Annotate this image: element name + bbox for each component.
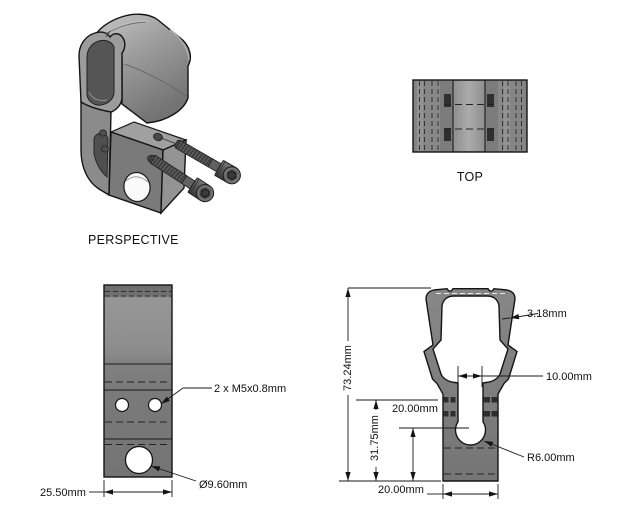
ear-hole xyxy=(101,145,109,153)
slot-band xyxy=(444,94,451,107)
section-slot-width-dim: 10.00mm xyxy=(546,371,592,383)
front-view xyxy=(103,284,173,478)
section-overall-height-dim: 73.24mm xyxy=(342,345,354,391)
section-slot-radius-dim: R6.00mm xyxy=(527,452,575,464)
big-hole xyxy=(124,445,154,475)
section-lower-height-dim: 31.75mm xyxy=(369,415,381,461)
clamp-bore xyxy=(86,39,115,106)
top-label: TOP xyxy=(457,170,483,184)
clamp-arch-slot xyxy=(93,132,109,178)
section-dimensions: 73.24mm 31.75mm 20.00mm 10.00mm 3.18mm R… xyxy=(339,287,592,499)
ear-hole xyxy=(99,129,107,137)
thread-bands xyxy=(443,397,498,417)
slot-band xyxy=(487,128,494,141)
perspective-label: PERSPECTIVE xyxy=(88,233,179,247)
front-width-dim: 25.50mm xyxy=(40,487,86,499)
section-profile xyxy=(423,287,518,482)
m5-hole-left xyxy=(114,397,130,413)
top-view xyxy=(412,79,528,153)
section-wall-thickness-dim: 3.18mm xyxy=(527,308,567,320)
slot-band xyxy=(487,94,494,107)
slot-band xyxy=(444,128,451,141)
section-hole-center-dim: 20.00mm xyxy=(392,403,438,415)
section-view xyxy=(423,287,518,482)
section-base-width-dim: 20.00mm xyxy=(378,484,424,496)
front-hole-dia-dim: Ø9.60mm xyxy=(199,479,247,491)
m5-hole-right xyxy=(147,397,163,413)
front-dimensions: 25.50mm 2 x M5x0.8mm Ø9.60mm xyxy=(40,383,286,499)
block-big-hole xyxy=(123,171,151,203)
front-thread-callout: 2 x M5x0.8mm xyxy=(214,383,286,395)
perspective-view xyxy=(78,13,245,215)
